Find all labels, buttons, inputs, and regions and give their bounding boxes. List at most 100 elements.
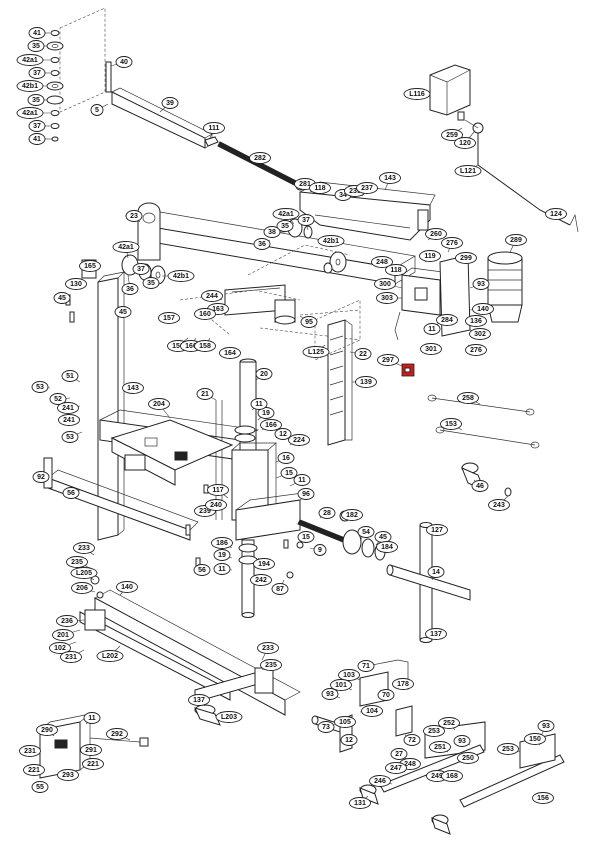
bolts [65, 294, 304, 599]
callout-bubble: 130 [65, 278, 87, 290]
callout-bubble: 221 [23, 764, 45, 776]
callout-number: 293 [62, 772, 74, 779]
callout-bubble: 301 [420, 343, 442, 355]
callout-number: 45 [119, 309, 127, 316]
callout-number: 9 [318, 547, 322, 554]
callout-bubble: 42a1 [272, 208, 300, 220]
callout-number: 137 [430, 631, 442, 638]
callout-number: 140 [477, 306, 489, 313]
callout-number: 56 [198, 567, 206, 574]
oil-reservoir [429, 64, 579, 233]
callout-number: 253 [502, 746, 514, 753]
callout-number: 289 [510, 237, 522, 244]
callout-bubble: 96 [297, 488, 315, 500]
callout-bubble: 186 [211, 537, 233, 549]
callout-bubble: 259 [441, 129, 463, 141]
callout-bubble: 166 [260, 419, 282, 431]
callout-bubble: 37 [132, 263, 150, 275]
callout-bubble: 156 [532, 792, 554, 804]
callout-bubble: 42b1 [317, 235, 345, 247]
callout-bubble: 251 [429, 741, 451, 753]
callout-number: 249 [431, 773, 443, 780]
callout-bubble: 240 [205, 499, 227, 511]
callout-number: 15 [302, 534, 310, 541]
callout-bubble: 11 [83, 712, 101, 724]
callout-number: 14 [432, 569, 440, 576]
callout-bubble: 237 [356, 182, 378, 194]
callout-bubble: L125 [302, 346, 330, 358]
callout-number: 224 [293, 437, 305, 444]
callout-bubble: 73 [317, 721, 335, 733]
callout-number: 11 [88, 715, 96, 722]
callout-number: 235 [265, 662, 277, 669]
callout-number: 300 [379, 281, 391, 288]
callout-bubble: 243 [488, 499, 510, 511]
callout-number: 182 [346, 512, 358, 519]
callout-bubble: 143 [379, 172, 401, 184]
callout-number: 291 [85, 747, 97, 754]
callout-number: L202 [102, 653, 118, 660]
callout-number: 231 [24, 748, 36, 755]
callout-number: 87 [276, 586, 284, 593]
callout-bubble: 35 [276, 220, 294, 232]
callout-bubble: 53 [31, 381, 49, 393]
mechanical-parts [39, 7, 579, 835]
cross-pipe [386, 522, 471, 643]
callout-number: 41 [33, 30, 41, 37]
central-post [215, 358, 312, 618]
callout-number: 20 [260, 371, 268, 378]
callout-number: 297 [382, 357, 394, 364]
callout-bubble: 284 [436, 314, 458, 326]
callout-number: 221 [87, 761, 99, 768]
callout-number: 119 [424, 253, 435, 260]
callout-bubble: 184 [376, 541, 398, 553]
callout-number: 22 [359, 351, 367, 358]
callout-bubble: 127 [426, 524, 448, 536]
callout-bubble: 260 [425, 228, 447, 240]
callout-number: 153 [445, 421, 457, 428]
callout-bubble: 300 [374, 278, 396, 290]
callout-number: 251 [434, 744, 446, 751]
callout-bubble: 11 [250, 398, 268, 410]
callout-number: 168 [446, 773, 458, 780]
callout-number: 53 [66, 434, 74, 441]
callout-bubble: 54 [357, 526, 375, 538]
callout-number: 290 [41, 727, 53, 734]
callout-number: 239 [199, 508, 211, 515]
callout-bubble: 276 [465, 344, 487, 356]
callout-bubble: 178 [392, 678, 414, 690]
callout-bubble: 14 [427, 566, 445, 578]
callout-number: 42a1 [118, 244, 134, 251]
callout-number: 206 [76, 585, 88, 592]
callout-bubble: 303 [376, 292, 398, 304]
callout-bubble: 11 [423, 323, 441, 335]
callout-bubble: 19 [257, 407, 275, 419]
callout-number: 236 [61, 618, 73, 625]
callout-number: 51 [66, 373, 74, 380]
inclined-rack [314, 299, 361, 446]
callout-bubble: 28 [318, 507, 336, 519]
callout-number: 163 [212, 306, 224, 313]
callout-number: 35 [32, 43, 40, 50]
callout-bubble: 221 [82, 758, 104, 770]
callout-bubble: 35 [27, 40, 45, 52]
callout-number: 35 [147, 280, 155, 287]
callout-number: 42a1 [278, 211, 294, 218]
callout-number: 45 [58, 295, 66, 302]
callout-number: 102 [54, 645, 66, 652]
callout-bubble: 140 [116, 581, 138, 593]
callout-number: 235 [349, 188, 361, 195]
callout-number: 231 [65, 654, 77, 661]
callout-number: 250 [462, 755, 474, 762]
callout-number: 221 [28, 767, 40, 774]
callout-bubble: 250 [457, 752, 479, 764]
callout-number: 166 [265, 422, 277, 429]
callout-number: 241 [63, 417, 75, 424]
callout-number: 37 [33, 70, 41, 77]
callout-number: 117 [212, 487, 223, 494]
callout-bubble: 51 [61, 370, 79, 382]
callout-number: 93 [458, 738, 466, 745]
callout-number: 42a1 [22, 110, 38, 117]
callout-number: 276 [446, 240, 458, 247]
callout-bubble: 103 [338, 669, 360, 681]
